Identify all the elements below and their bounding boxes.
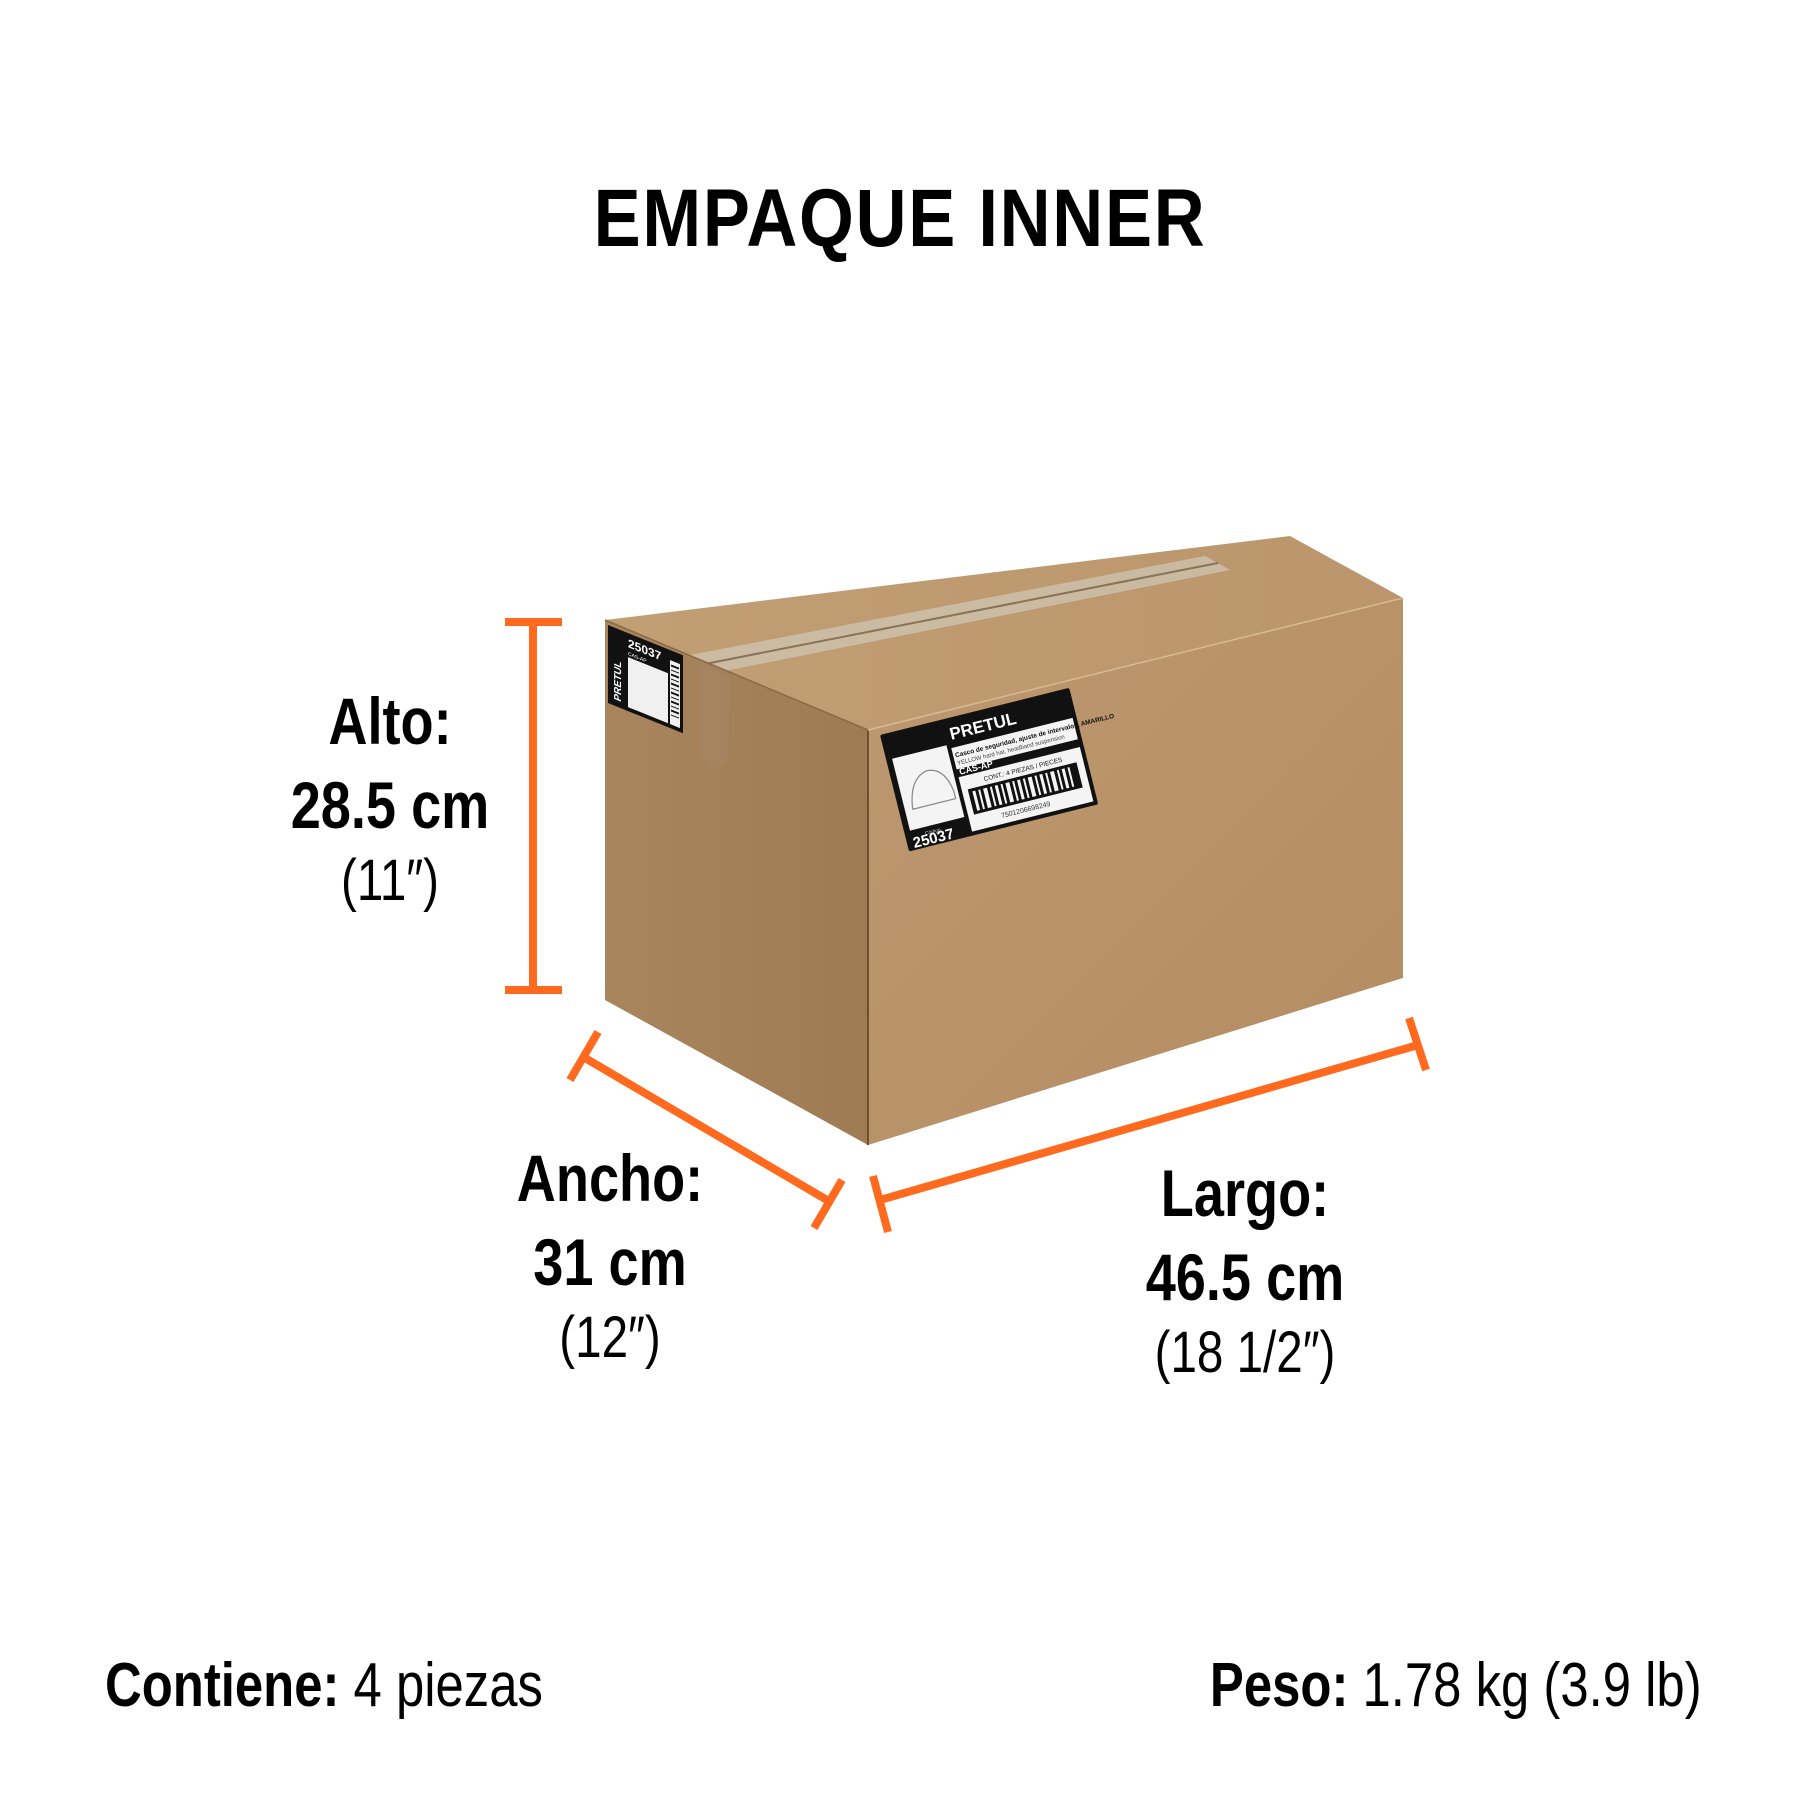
peso-value: 1.78 kg (3.9 lb) [1348,1651,1702,1720]
contiene-value: 4 piezas [339,1651,543,1720]
box-top-face [605,536,1403,730]
alto-label: Alto: [328,684,452,758]
alto-dimension-line [505,618,562,994]
page-title: EMPAQUE INNER [593,173,1207,264]
contiene-label: Contiene: [105,1651,340,1720]
side-label-brand: PRETUL [613,659,624,704]
label-codigo-caption: Código [925,827,942,837]
ancho-dimension: Ancho: 31 cm (12″) [480,1145,740,1367]
largo-dimension-line [869,1016,1430,1234]
alto-imperial: (11″) [341,848,439,913]
box-left-face [605,620,868,1145]
cardboard-box [604,536,1404,1145]
largo-metric: 46.5 cm [1145,1240,1345,1314]
packing-tape-flap [700,665,730,770]
side-label: 25037 CAS-AP PRETUL [608,625,683,734]
largo-label: Largo: [1160,1156,1330,1230]
ancho-dimension-line [566,1029,846,1231]
peso-label: Peso: [1210,1651,1349,1720]
alto-dimension: Alto: 28.5 cm (11″) [255,688,525,910]
largo-imperial: (18 1/2″) [1154,1320,1336,1385]
weight-info: Peso: 1.78 kg (3.9 lb) [1210,1655,1702,1717]
ancho-label: Ancho: [516,1141,704,1215]
contents-info: Contiene: 4 piezas [105,1655,543,1717]
alto-metric: 28.5 cm [290,768,490,842]
ancho-imperial: (12″) [559,1305,661,1370]
ancho-metric: 31 cm [533,1225,687,1299]
largo-dimension: Largo: 46.5 cm (18 1/2″) [1110,1160,1380,1382]
